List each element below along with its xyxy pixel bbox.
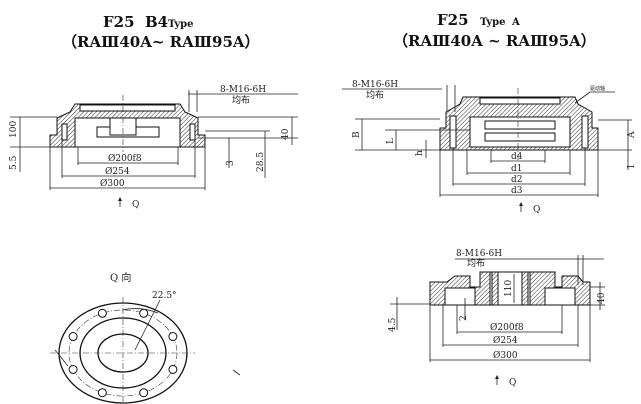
bolt-hole — [97, 388, 107, 398]
dim-d2: d2 — [511, 175, 523, 185]
b4-title-type: B4 — [145, 13, 168, 31]
bolt-hole — [97, 308, 107, 318]
a-title-model: F25 — [437, 11, 469, 29]
bottom-dimensions: 8-M16-6H 均布 4.5 110 40 2 Ø200f8 Ø254 Ø30… — [388, 249, 607, 388]
bolt-hole — [68, 332, 78, 342]
bottom-thread-note: 均布 — [467, 257, 485, 269]
bottom-view: 8-M16-6H 均布 4.5 110 40 2 Ø200f8 Ø254 Ø30… — [388, 249, 607, 388]
bolt-holes — [68, 308, 178, 398]
type-a-view: F25 Type A （RAⅢ40A ~ RAⅢ95A） d4 d1 d2 d3… — [342, 11, 637, 215]
dim-bottom-d254: Ø254 — [493, 335, 518, 346]
dim-d300: Ø300 — [100, 178, 125, 189]
q-view-angle: 22.5° — [152, 291, 177, 301]
b4-title-range: （RAⅢ40A~ RAⅢ95A） — [62, 33, 260, 51]
bolt-hole — [168, 364, 178, 374]
b4-title-type-word: Type — [168, 19, 194, 30]
b4-thread-note: 均布 — [232, 94, 250, 106]
dim-d200f8: Ø200f8 — [108, 153, 142, 164]
dim-d4: d4 — [511, 152, 523, 162]
bottom-view-arrow-q: Q — [509, 378, 516, 388]
dim-2: 2 — [459, 315, 469, 321]
bolt-hole — [168, 332, 178, 342]
dim-4-5: 4.5 — [388, 317, 398, 332]
dim-100: 100 — [9, 121, 19, 138]
q-view: Q 向 22.5° — [50, 271, 241, 404]
dim-40: 40 — [281, 128, 291, 140]
dim-110: 110 — [504, 280, 514, 297]
dim-l-upper: L — [386, 138, 396, 144]
dim-d254: Ø254 — [105, 166, 130, 177]
a-thread-note: 均布 — [366, 89, 384, 101]
a-title-type-word: Type — [480, 17, 506, 28]
dim-28-5: 28.5 — [256, 152, 266, 172]
dim-h: h — [415, 150, 425, 156]
b4-title-model: F25 — [103, 13, 135, 31]
a-thread-label: 8-M16-6H — [352, 80, 398, 90]
b4-view-arrow-q: Q — [132, 200, 139, 210]
type-a-section — [439, 88, 599, 160]
b4-thread-label: 8-M16-6H — [220, 85, 266, 95]
b4-section — [49, 95, 206, 152]
dim-bottom-d200f8: Ø200f8 — [490, 322, 524, 333]
q-view-label: Q 向 — [110, 271, 131, 284]
dim-d1: d1 — [511, 164, 523, 174]
bolt-hole — [68, 364, 78, 374]
a-title-range: （RAⅢ40A ~ RAⅢ95A） — [393, 32, 596, 50]
dim-l-lower: l — [627, 165, 637, 168]
a-title-type: A — [511, 17, 520, 28]
dim-a: A — [627, 131, 637, 139]
b4-dimensions: 100 5.5 Ø200f8 Ø254 Ø300 3 28.5 40 8-M16… — [9, 85, 298, 210]
dim-3: 3 — [226, 160, 236, 166]
bottom-section — [429, 271, 591, 306]
b4-view: F25 B4 Type （RAⅢ40A~ RAⅢ95A） 100 5.5 Ø20… — [9, 13, 298, 210]
bolt-hole — [139, 388, 149, 398]
bottom-thread-label: 8-M16-6H — [456, 249, 502, 259]
bolt-hole — [139, 308, 149, 318]
dim-5-5: 5.5 — [9, 155, 19, 170]
dim-40-bottom: 40 — [597, 292, 607, 304]
a-view-arrow-q: Q — [533, 205, 540, 215]
type-a-dimensions: d4 d1 d2 d3 B L h A l 8-M16-6H 均布 驱动轴 Q — [342, 80, 637, 215]
dim-bottom-d300: Ø300 — [493, 350, 518, 361]
dim-b: B — [352, 131, 362, 138]
a-part-callout: 驱动轴 — [590, 85, 605, 92]
dim-d3: d3 — [511, 186, 523, 196]
